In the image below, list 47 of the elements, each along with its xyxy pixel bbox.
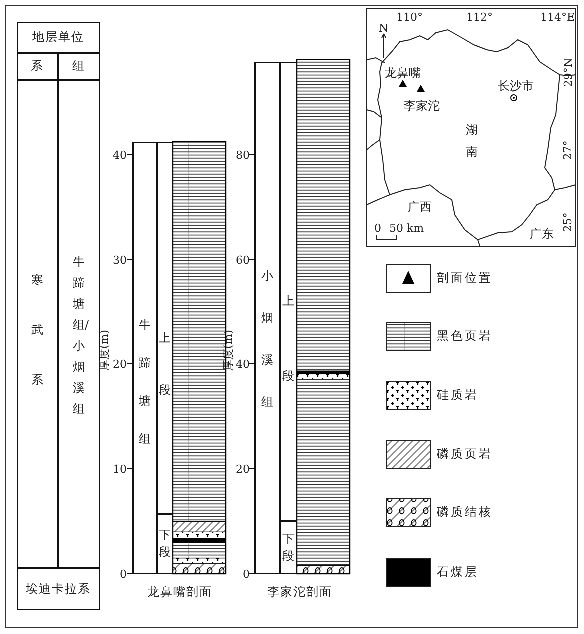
table-column: 寒武系 (17, 80, 58, 568)
longitude-label: 110° (396, 12, 423, 22)
legend-label: 磷质页岩 (437, 448, 493, 460)
formation-column: 牛蹄塘组 (133, 142, 157, 574)
section-name: 李家沱剖面 (268, 586, 332, 598)
tick-label: 10 (113, 464, 127, 474)
tick-label: 40 (236, 358, 250, 370)
section-name: 龙鼻嘴剖面 (148, 586, 212, 598)
axis-title: 厚度(m) (222, 330, 234, 370)
tick-label: 20 (113, 358, 127, 370)
tick-label: 40 (113, 150, 127, 160)
legend-label: 硅质岩 (437, 389, 479, 401)
latitude-label: 27° (562, 140, 574, 160)
scale-label: 50 km (390, 222, 424, 234)
header-cell: 地层单位 (17, 22, 100, 53)
tick-label: 60 (236, 254, 250, 266)
tick-label: 0 (120, 568, 127, 580)
table-cell: 埃迪卡拉系 (17, 568, 100, 610)
place-name: 龙鼻嘴 (385, 67, 421, 79)
longitude-label: 114°E (540, 12, 576, 22)
header-cell: 系 (17, 53, 58, 80)
legend-label: 石煤层 (437, 566, 479, 578)
place-name: 广西 (408, 201, 432, 213)
legend-label: 磷质结核 (437, 506, 493, 518)
scale-label: 0 (374, 222, 382, 234)
place-name: 李家沱 (404, 100, 440, 112)
member-column: 下段 (280, 521, 297, 574)
axis-title: 厚度(m) (98, 330, 110, 370)
place-name: 长沙市 (498, 80, 534, 92)
tick-label: 80 (236, 150, 250, 160)
place-name: 广东 (530, 228, 554, 240)
table-column: 牛蹄塘组/小烟溪组 (58, 80, 100, 568)
member-column: 上段 (280, 62, 297, 521)
latitude-label: 25° (562, 212, 574, 232)
longitude-label: 112° (466, 12, 493, 22)
formation-column: 小烟溪组 (255, 62, 280, 574)
tick-label: 0 (243, 568, 250, 580)
member-column: 上段 (157, 142, 173, 514)
latitude-label: 29°N (562, 57, 574, 87)
tick-label: 30 (113, 254, 127, 266)
header-cell: 组 (58, 53, 100, 80)
north-label: N (379, 22, 389, 34)
map-region-name: 湖南 (466, 122, 478, 161)
legend-label: 剖面位置 (437, 272, 493, 284)
tick-label: 20 (236, 464, 250, 474)
legend-label: 黑色页岩 (437, 330, 493, 342)
member-column: 下段 (157, 514, 173, 574)
